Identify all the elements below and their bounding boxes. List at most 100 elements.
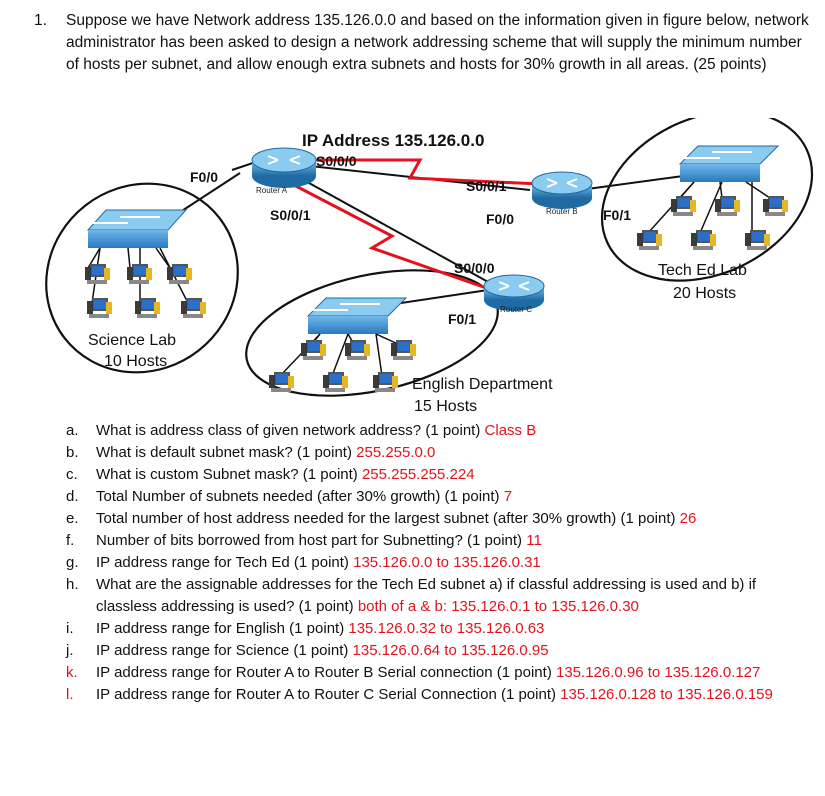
list-item: b. What is default subnet mask? (1 point… (66, 442, 816, 464)
switch-teched-icon (678, 145, 780, 182)
list-item: a. What is address class of given networ… (66, 420, 816, 442)
label-rb-f01: F0/1 (603, 207, 631, 223)
pc-icon (269, 372, 294, 392)
label-rc-f01: F0/1 (448, 311, 476, 327)
label-ra-s001: S0/0/1 (270, 207, 311, 223)
item-answer: 135.126.0.32 to 135.126.0.63 (348, 620, 545, 637)
pc-icon (135, 298, 160, 318)
pc-icon (715, 196, 740, 216)
list-item: l. IP address range for Router A to Rout… (66, 684, 816, 706)
item-answer: 255.255.255.224 (361, 466, 475, 483)
science-pcs (85, 264, 206, 318)
item-question: IP address range for Tech Ed (1 point) (96, 554, 349, 571)
label-rb-s001: S0/0/1 (466, 178, 507, 194)
list-item: e. Total number of host address needed f… (66, 508, 816, 530)
pc-icon (85, 264, 110, 284)
router-c-icon (483, 274, 545, 311)
item-letter: c. (66, 466, 78, 483)
pc-icon (345, 340, 370, 360)
item-question: IP address range for Router A to Router … (96, 664, 552, 681)
label-ra-s000: S0/0/0 (316, 153, 357, 169)
item-question: What is address class of given network a… (96, 422, 481, 439)
teched-lab-boundary (600, 118, 814, 282)
list-item: i. IP address range for English (1 point… (66, 618, 816, 640)
item-question: Number of bits borrowed from host part f… (96, 532, 523, 549)
list-item: c. What is custom Subnet mask? (1 point)… (66, 464, 816, 486)
pc-icon (167, 264, 192, 284)
item-letter: d. (66, 488, 79, 505)
item-answer: both of a & b: 135.126.0.1 to 135.126.0.… (357, 598, 639, 615)
list-item: j. IP address range for Science (1 point… (66, 640, 816, 662)
pc-icon (745, 230, 770, 250)
pc-icon (391, 340, 416, 360)
serial-link-a-c (291, 182, 493, 292)
item-question: IP address range for Science (1 point) (96, 642, 349, 659)
router-c-label: Router C (500, 305, 532, 314)
label-rb-f00: F0/0 (486, 211, 514, 227)
list-item: k. IP address range for Router A to Rout… (66, 662, 816, 684)
item-question: IP address range for Router A to Router … (96, 686, 556, 703)
list-item: g. IP address range for Tech Ed (1 point… (66, 552, 816, 574)
label-rc-s000: S0/0/0 (454, 260, 495, 276)
item-answer: 26 (679, 510, 697, 527)
item-question: Total Number of subnets needed (after 30… (96, 488, 500, 505)
item-letter: l. (66, 686, 74, 703)
pc-icon (373, 372, 398, 392)
item-question: IP address range for English (1 point) (96, 620, 345, 637)
item-answer: 7 (503, 488, 513, 505)
teched-lab-hosts: 20 Hosts (673, 285, 736, 302)
item-letter: i. (66, 620, 74, 637)
item-answer: 11 (526, 532, 542, 549)
switch-science-icon (86, 209, 188, 248)
item-answer: Class B (484, 422, 537, 439)
item-letter: b. (66, 444, 79, 461)
pc-icon (637, 230, 662, 250)
item-question: What is custom Subnet mask? (1 point) (96, 466, 358, 483)
router-b-icon (531, 171, 593, 209)
serial-link-a-b (316, 158, 541, 186)
router-b-label: Router B (546, 207, 578, 216)
list-item: h. What are the assignable addresses for… (66, 574, 816, 618)
item-letter: k. (66, 664, 78, 681)
item-letter: h. (66, 576, 79, 593)
question-number: 1. (34, 12, 47, 29)
english-dept-hosts: 15 Hosts (414, 398, 477, 415)
item-question: What is default subnet mask? (1 point) (96, 444, 352, 461)
label-ra-f00: F0/0 (190, 169, 218, 185)
science-lab-name: Science Lab (88, 332, 176, 349)
item-letter: j. (66, 642, 74, 659)
network-diagram: Router A Router B Router C (45, 118, 814, 415)
pc-icon (763, 196, 788, 216)
pc-icon (301, 340, 326, 360)
question-text: Suppose we have Network address 135.126.… (66, 12, 809, 73)
pc-icon (691, 230, 716, 250)
list-item: d. Total Number of subnets needed (after… (66, 486, 816, 508)
item-letter: a. (66, 422, 79, 439)
item-letter: e. (66, 510, 79, 527)
answer-list: a. What is address class of given networ… (66, 420, 816, 706)
item-answer: 255.255.0.0 (356, 444, 436, 461)
pc-icon (127, 264, 152, 284)
pc-icon (181, 298, 206, 318)
teched-lab-name: Tech Ed Lab (658, 262, 747, 279)
item-question: Total number of host address needed for … (96, 510, 676, 527)
pc-icon (87, 298, 112, 318)
list-item: f. Number of bits borrowed from host par… (66, 530, 816, 552)
item-letter: f. (66, 532, 75, 549)
pc-icon (323, 372, 348, 392)
item-answer: 135.126.0.0 to 135.126.0.31 (353, 554, 541, 571)
item-answer: 135.126.0.128 to 135.126.0.159 (560, 686, 773, 703)
science-lab-boundary (45, 182, 239, 374)
pc-icon (671, 196, 696, 216)
item-question: What are the assignable addresses for th… (96, 576, 757, 615)
router-a-label: Router A (256, 186, 288, 195)
science-lab-hosts: 10 Hosts (104, 353, 167, 370)
english-dept-name: English Department (412, 376, 553, 393)
router-a-icon (251, 147, 317, 188)
diagram-title: IP Address 135.126.0.0 (302, 131, 484, 150)
item-letter: g. (66, 554, 79, 571)
switch-english-icon (306, 297, 408, 334)
item-answer: 135.126.0.96 to 135.126.0.127 (556, 664, 761, 681)
item-answer: 135.126.0.64 to 135.126.0.95 (352, 642, 549, 659)
question-block: 1. Suppose we have Network address 135.1… (34, 10, 814, 76)
